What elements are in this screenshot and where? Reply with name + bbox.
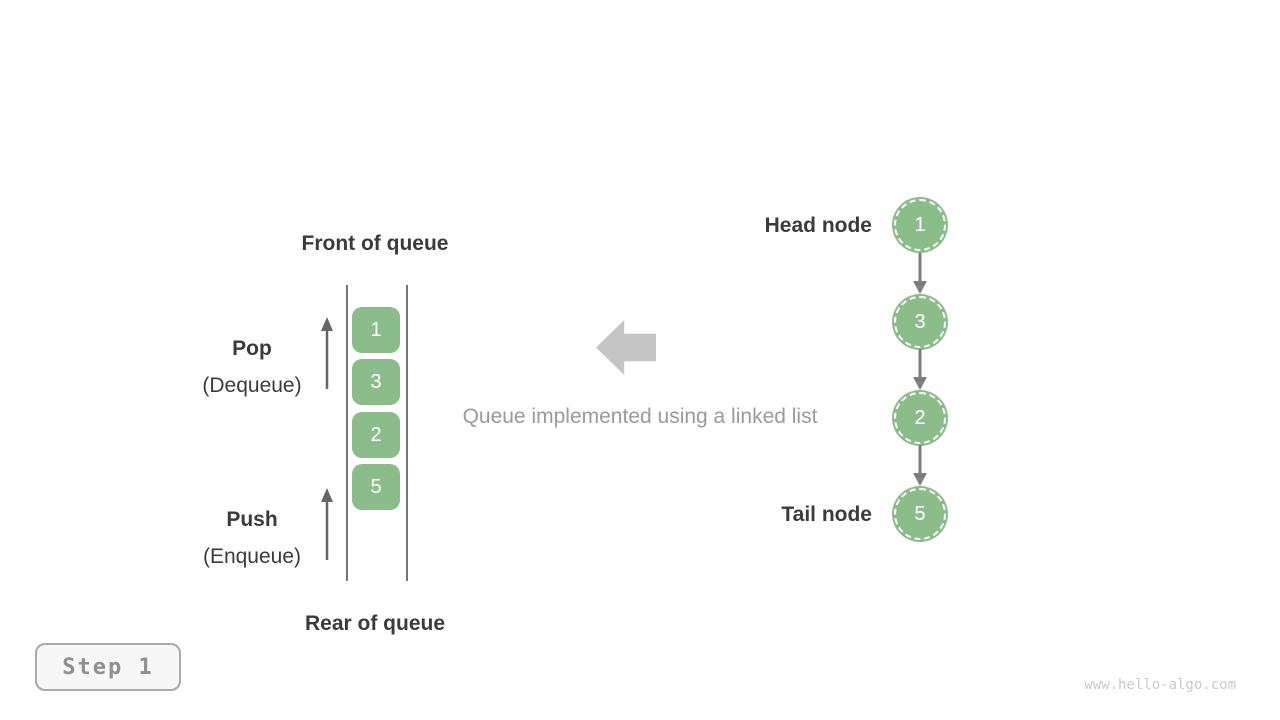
node-link-down-arrow-icon: [913, 253, 927, 294]
linked-list-node: 3: [892, 294, 948, 350]
push-label: Push (Enqueue): [172, 501, 332, 575]
head-node-label: Head node: [764, 214, 872, 237]
rear-of-queue-label: Rear of queue: [304, 612, 446, 635]
pop-up-arrow-icon: [321, 317, 333, 389]
push-up-arrow-icon: [321, 488, 333, 560]
pop-label-main: Pop: [232, 337, 272, 360]
pop-label-sub: (Dequeue): [202, 374, 302, 397]
queue-right-wall: [406, 285, 408, 581]
linked-list-node: 2: [892, 390, 948, 446]
push-label-sub: (Enqueue): [202, 545, 302, 568]
queue-item: 1: [352, 307, 400, 353]
node-link-down-arrow-icon: [913, 445, 927, 486]
watermark: www.hello-algo.com: [1084, 677, 1236, 693]
queue-item: 5: [352, 464, 400, 510]
tail-node-label: Tail node: [781, 503, 872, 526]
queue-left-wall: [346, 285, 348, 581]
queue-item: 2: [352, 412, 400, 458]
pop-label: Pop (Dequeue): [172, 330, 332, 404]
linked-list-node: 1: [892, 197, 948, 253]
node-link-down-arrow-icon: [913, 349, 927, 390]
queue-item: 3: [352, 359, 400, 405]
left-arrow-icon: [596, 320, 656, 375]
diagram-caption: Queue implemented using a linked list: [462, 405, 818, 428]
step-badge: Step 1: [35, 643, 181, 691]
push-label-main: Push: [226, 508, 278, 531]
linked-list-node: 5: [892, 486, 948, 542]
front-of-queue-label: Front of queue: [301, 232, 449, 255]
